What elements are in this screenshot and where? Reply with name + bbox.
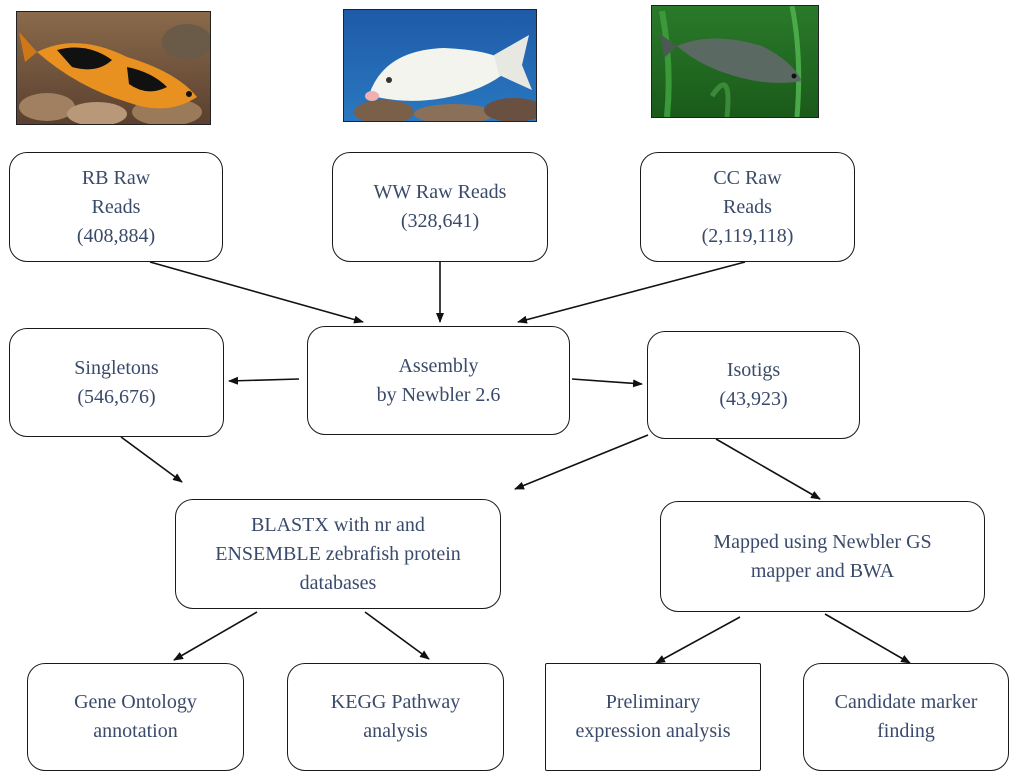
blastx-box: BLASTX with nr and ENSEMBLE zebrafish pr… <box>175 499 501 609</box>
ww-raw-reads-label: WW Raw Reads (328,641) <box>373 181 507 232</box>
candidate-label: Candidate marker finding <box>834 691 978 742</box>
cc-raw-reads-label: CC Raw Reads (2,119,118) <box>701 166 794 247</box>
kegg-box: KEGG Pathway analysis <box>287 663 504 771</box>
candidate-box: Candidate marker finding <box>803 663 1009 771</box>
arrow-assembly-to-isotigs <box>571 378 643 388</box>
rb-koi-photo <box>16 11 211 125</box>
mapped-label: Mapped using Newbler GS mapper and BWA <box>713 530 932 582</box>
blastx-label: BLASTX with nr and ENSEMBLE zebrafish pr… <box>215 513 461 594</box>
arrow-isotigs-to-mapped <box>715 438 821 500</box>
assembly-box: Assembly by Newbler 2.6 <box>307 326 570 435</box>
arrow-singletons-to-blastx <box>120 436 183 483</box>
isotigs-box: Isotigs (43,923) <box>647 331 860 439</box>
gene-ontology-box: Gene Ontology annotation <box>27 663 244 771</box>
assembly-label: Assembly by Newbler 2.6 <box>376 354 501 406</box>
mapped-box: Mapped using Newbler GS mapper and BWA <box>660 501 985 612</box>
arrow-blastx-to-kegg <box>364 611 430 660</box>
rb-raw-reads-label: RB Raw Reads (408,884) <box>76 166 156 247</box>
arrow-blastx-to-go <box>173 611 258 661</box>
arrow-assembly-to-singletons <box>228 376 300 385</box>
ww-koi-photo <box>343 9 537 122</box>
preliminary-box: Preliminary expression analysis <box>545 663 761 771</box>
arrow-mapped-to-preliminary <box>655 616 741 664</box>
ww-raw-reads-box: WW Raw Reads (328,641) <box>332 152 548 262</box>
arrow-cc-to-assembly <box>517 261 746 324</box>
preliminary-label: Preliminary expression analysis <box>575 691 731 742</box>
cc-raw-reads-box: CC Raw Reads (2,119,118) <box>640 152 855 262</box>
arrow-rb-to-assembly <box>149 261 364 324</box>
gene-ontology-label: Gene Ontology annotation <box>74 691 197 742</box>
isotigs-label: Isotigs (43,923) <box>719 359 788 410</box>
rb-raw-reads-box: RB Raw Reads (408,884) <box>9 152 223 262</box>
kegg-label: KEGG Pathway analysis <box>330 691 461 742</box>
singletons-label: Singletons (546,676) <box>74 356 159 408</box>
singletons-box: Singletons (546,676) <box>9 328 224 437</box>
cc-carp-photo <box>651 5 819 118</box>
arrow-mapped-to-candidate <box>824 613 911 664</box>
arrow-isotigs-to-blastx <box>514 434 649 490</box>
